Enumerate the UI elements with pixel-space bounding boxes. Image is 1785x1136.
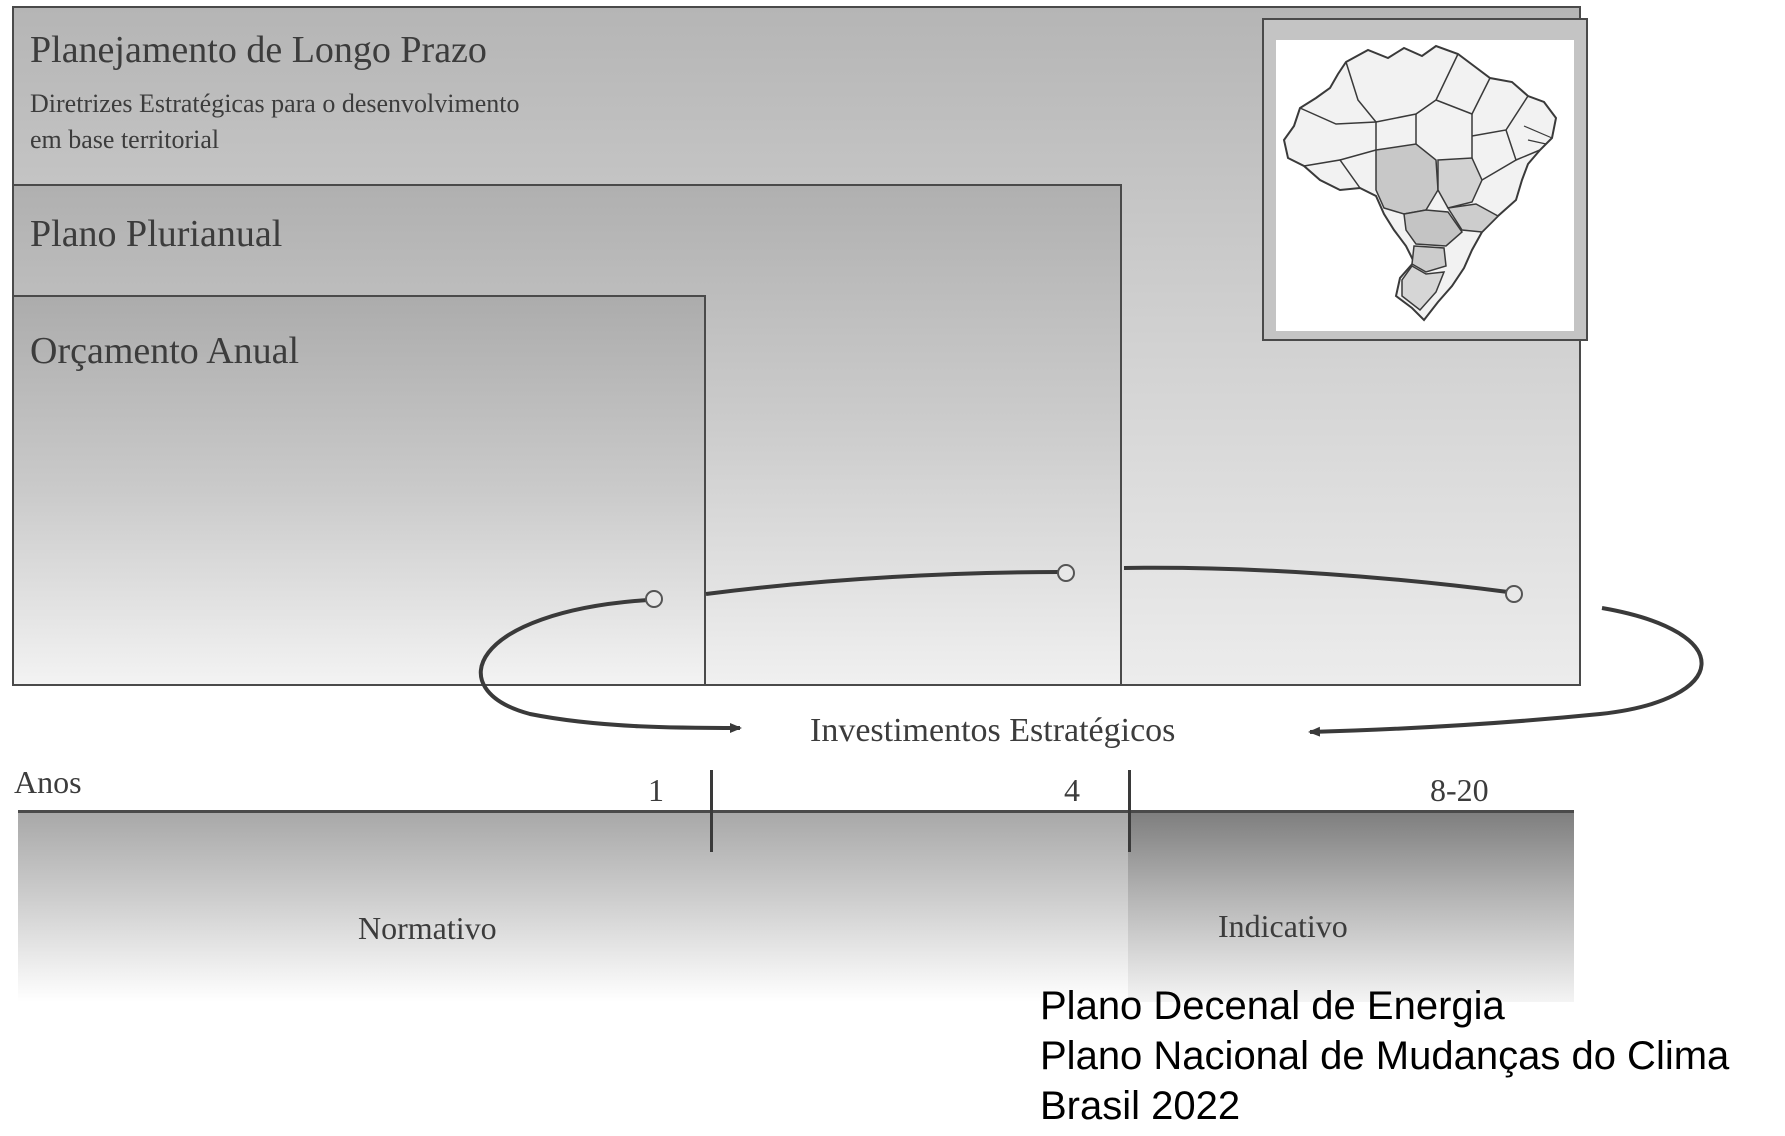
brazil-map-drawing [1282, 44, 1558, 322]
multi-year-plan-node [1057, 564, 1075, 582]
top-connector-left [705, 570, 1061, 596]
annual-budget-title: Orçamento Anual [30, 330, 300, 372]
top-connector-right [1123, 565, 1509, 594]
timeline-axis-label: Anos [14, 764, 82, 800]
indicative-label: Indicativo [1218, 908, 1348, 944]
normative-label: Normativo [358, 910, 497, 946]
timeline-axis [18, 810, 1574, 813]
timeline-tick-label-8-20: 8-20 [1430, 772, 1489, 808]
long-term-planning-title: Planejamento de Longo Prazo [30, 29, 487, 71]
footnote-line-1: Plano Decenal de Energia [1040, 984, 1505, 1028]
timeline-tick-label-1: 1 [648, 772, 664, 808]
long-term-planning-subtitle-line2: em base territorial [30, 125, 220, 154]
annual-budget-node [645, 590, 663, 608]
timeline-tick-1 [710, 770, 713, 852]
timeline-tick-4 [1128, 770, 1131, 852]
long-term-planning-node [1505, 585, 1523, 603]
timeline-tick-label-4: 4 [1064, 772, 1080, 808]
footnote-line-2: Plano Nacional de Mudanças do Clima [1040, 1034, 1730, 1078]
indicative-band [1128, 812, 1574, 1002]
long-term-planning-subtitle-line1: Diretrizes Estratégicas para o desenvolv… [30, 89, 520, 118]
strategic-investments-label: Investimentos Estratégicos [810, 712, 1176, 749]
brazil-map-frame [1262, 18, 1588, 341]
footnote-line-3: Brasil 2022 [1040, 1084, 1241, 1128]
brazil-map-icon [1276, 40, 1574, 331]
right-loop-arrow [1308, 606, 1704, 737]
annual-budget-box: Orçamento Anual [12, 295, 706, 686]
left-loop-arrow [478, 598, 742, 733]
multi-year-plan-title: Plano Plurianual [30, 213, 283, 255]
